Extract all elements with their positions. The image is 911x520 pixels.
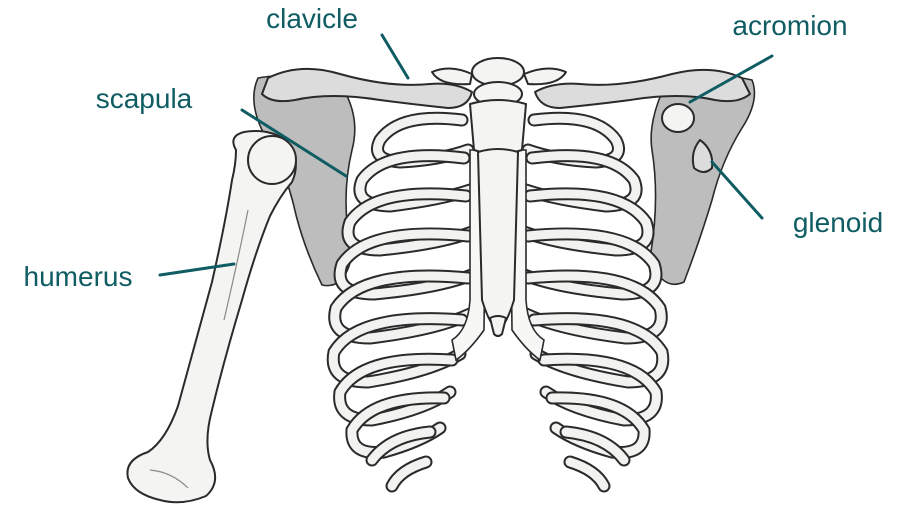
clavicle-label: clavicle	[266, 3, 358, 34]
vertebra-wing-left	[432, 68, 472, 84]
right-acromion-process	[662, 104, 694, 132]
humerus-shaft	[127, 131, 295, 502]
right-ribs	[522, 118, 663, 486]
vertebra-wing-right	[524, 68, 566, 84]
glenoid-leader	[712, 162, 762, 218]
xiphoid	[490, 316, 506, 336]
acromion-label: acromion	[732, 10, 847, 41]
humerus-bone	[127, 131, 296, 502]
manubrium	[470, 100, 526, 154]
left-ribs	[333, 118, 474, 486]
labels: clavicle acromion scapula glenoid humeru…	[24, 3, 884, 292]
sternum-body	[478, 149, 518, 330]
scapula-label: scapula	[96, 83, 193, 114]
clavicle-leader	[382, 35, 408, 78]
glenoid-label: glenoid	[793, 207, 883, 238]
humeral-head	[248, 136, 296, 184]
humerus-label: humerus	[24, 261, 133, 292]
